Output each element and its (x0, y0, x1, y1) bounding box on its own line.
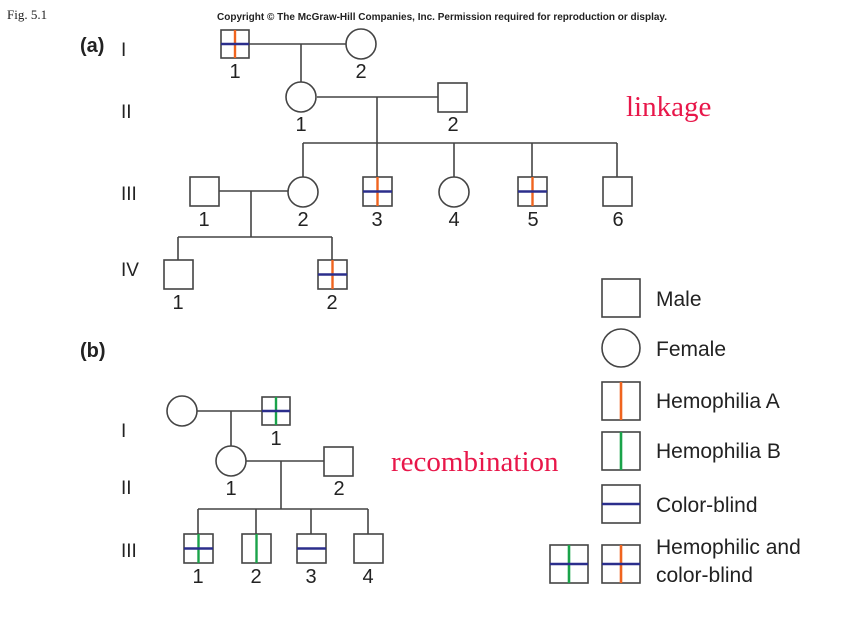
generation-b-II: II (121, 478, 132, 499)
label-a-I1: 1 (229, 61, 240, 83)
individual-a-III6 (602, 176, 633, 207)
linkage-annotation: linkage (626, 91, 711, 123)
legend-female-symbol (601, 328, 641, 368)
legend-color-blind-symbol (601, 484, 641, 524)
legend-male-symbol (601, 278, 641, 318)
individual-a-II2 (437, 82, 468, 113)
individual-b-III4 (353, 533, 384, 564)
label-a-II2: 2 (447, 114, 458, 136)
label-a-II1: 1 (295, 114, 306, 136)
individual-a-III5 (517, 176, 548, 207)
label-a-I2: 2 (355, 61, 366, 83)
individual-a-I2 (345, 28, 377, 60)
label-a-III4: 4 (448, 209, 459, 231)
panel-a-lines (177, 43, 618, 260)
legend-combined-label-1: Hemophilic and (656, 536, 801, 559)
individual-b-III1 (183, 533, 214, 564)
individual-a-IV2 (317, 259, 348, 290)
legend-hemophilia-a-label: Hemophilia A (656, 390, 780, 413)
label-b-I1: 1 (270, 428, 281, 450)
legend-combined-a-symbol (601, 544, 641, 584)
label-b-II1: 1 (225, 478, 236, 500)
label-a-III6: 6 (612, 209, 623, 231)
individual-a-III2 (287, 176, 319, 208)
panel-b-lines (197, 410, 369, 534)
panel-a-label: (a) (80, 35, 104, 57)
panel-b-label: (b) (80, 340, 106, 362)
individual-a-IV1 (163, 259, 194, 290)
legend-color-blind-label: Color-blind (656, 494, 758, 517)
legend-combined-label-2: color-blind (656, 564, 753, 587)
figure-label: Fig. 5.1 (7, 7, 47, 22)
label-a-III1: 1 (198, 209, 209, 231)
generation-a-I: I (121, 40, 126, 61)
label-a-III5: 5 (527, 209, 538, 231)
generation-b-III: III (121, 541, 137, 562)
individual-b-III2 (241, 533, 272, 564)
legend-hemophilia-a-symbol (601, 381, 641, 421)
individual-a-III4 (438, 176, 470, 208)
label-a-IV1: 1 (172, 292, 183, 314)
recombination-annotation: recombination (391, 446, 559, 478)
label-b-III2: 2 (250, 566, 261, 588)
legend-hemophilia-b-label: Hemophilia B (656, 440, 781, 463)
legend-combined-b-symbol (549, 544, 589, 584)
generation-a-III: III (121, 184, 137, 205)
individual-a-III1 (189, 176, 220, 207)
label-a-III2: 2 (297, 209, 308, 231)
label-b-III4: 4 (362, 566, 373, 588)
generation-b-I: I (121, 421, 126, 442)
label-b-III3: 3 (305, 566, 316, 588)
generation-a-IV: IV (121, 260, 139, 281)
individual-a-III3 (362, 176, 393, 207)
individual-b-II1 (215, 445, 247, 477)
generation-a-II: II (121, 102, 132, 123)
legend-female-label: Female (656, 338, 726, 361)
legend-male-label: Male (656, 288, 702, 311)
label-a-III3: 3 (371, 209, 382, 231)
label-b-II2: 2 (333, 478, 344, 500)
individual-b-II2 (323, 446, 354, 477)
label-a-IV2: 2 (326, 292, 337, 314)
individual-a-II1 (285, 81, 317, 113)
individual-b-III3 (296, 533, 327, 564)
label-b-III1: 1 (192, 566, 203, 588)
individual-b-I-female (166, 395, 198, 427)
legend-hemophilia-b-symbol (601, 431, 641, 471)
individual-a-I1 (220, 29, 250, 59)
individual-b-I1 (261, 396, 291, 426)
copyright-notice: Copyright © The McGraw-Hill Companies, I… (217, 12, 667, 23)
